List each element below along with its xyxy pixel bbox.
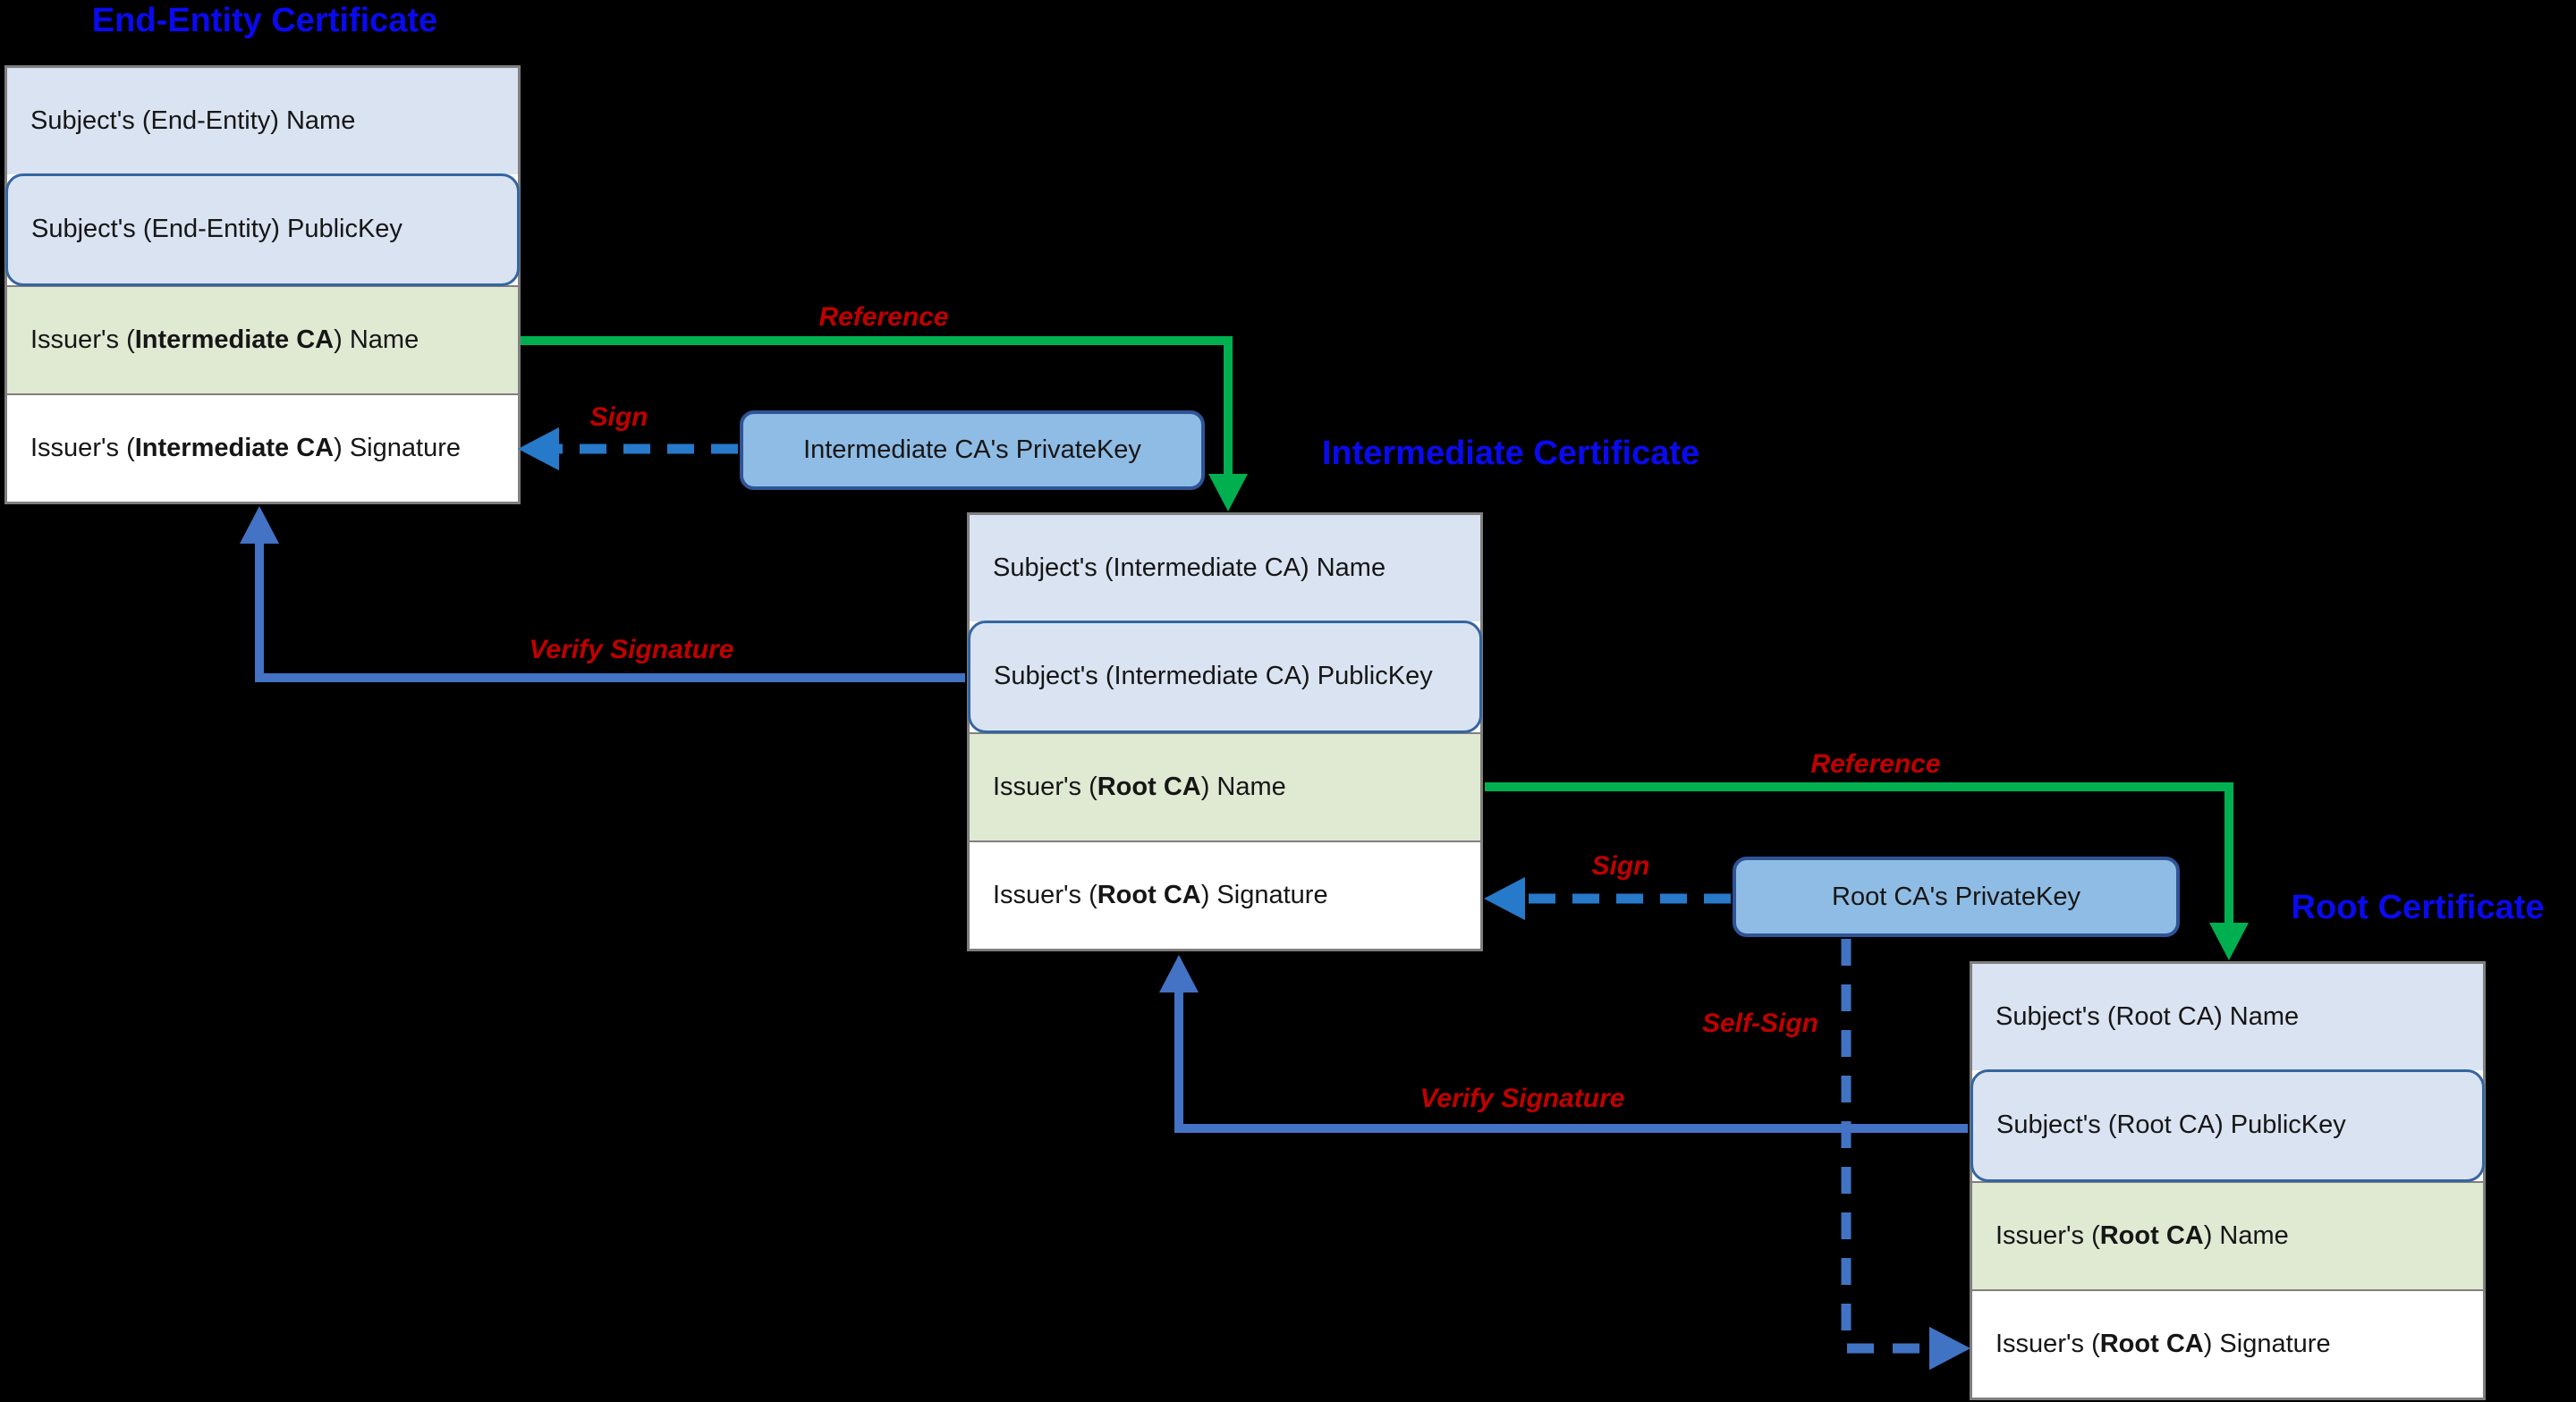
root-ca-privatekey-box: Root CA's PrivateKey xyxy=(1733,857,2180,937)
verify-signature-arrow-2 xyxy=(1158,955,1968,1133)
reference-label-2: Reference xyxy=(1810,749,1941,779)
row-text: Issuer's ( xyxy=(30,325,135,354)
reference-label-1: Reference xyxy=(818,302,949,332)
root-certificate-box: Subject's (Root CA) Name Subject's (Root… xyxy=(1970,961,2486,1400)
row-text: Issuer's ( xyxy=(30,433,135,462)
subject-publickey-row: Subject's (End-Entity) PublicKey xyxy=(5,173,520,286)
row-text: Subject's (Intermediate CA) PublicKey xyxy=(994,662,1433,691)
intermediate-certificate-box: Subject's (Intermediate CA) Name Subject… xyxy=(967,512,1483,951)
reference-arrow-1 xyxy=(521,336,1249,511)
row-text-bold: Intermediate CA xyxy=(134,433,335,462)
verify-signature-label-2: Verify Signature xyxy=(1419,1084,1625,1113)
row-text: ) Signature xyxy=(334,433,461,462)
end-entity-certificate-box: Subject's (End-Entity) Name Subject's (E… xyxy=(4,65,521,504)
row-text: Issuer's ( xyxy=(1996,1220,2100,1250)
issuer-name-row: Issuer's (Root CA) Name xyxy=(970,731,1480,840)
row-text-bold: Intermediate CA xyxy=(134,325,335,354)
row-text: ) Name xyxy=(1200,772,1286,801)
subject-publickey-row: Subject's (Intermediate CA) PublicKey xyxy=(968,621,1482,733)
issuer-name-row: Issuer's (Root CA) Name xyxy=(1972,1180,2483,1289)
row-text: Subject's (Root CA) PublicKey xyxy=(1996,1111,2346,1140)
sign-label-1: Sign xyxy=(589,402,648,432)
issuer-signature-row: Issuer's (Root CA) Signature xyxy=(970,840,1480,949)
row-text: ) Signature xyxy=(1200,880,1328,909)
row-text: Issuer's ( xyxy=(993,880,1097,909)
end-entity-certificate-title: End-Entity Certificate xyxy=(91,2,438,39)
row-text: Subject's (End-Entity) Name xyxy=(30,106,356,136)
sign-label-2: Sign xyxy=(1591,851,1650,881)
subject-name-row: Subject's (Root CA) Name xyxy=(1972,964,2483,1071)
root-certificate-title: Root Certificate xyxy=(2291,889,2545,926)
row-text: Issuer's ( xyxy=(1996,1329,2100,1358)
subject-publickey-row: Subject's (Root CA) PublicKey xyxy=(1970,1069,2485,1182)
row-text: Issuer's ( xyxy=(993,772,1097,801)
reference-arrow-2 xyxy=(1485,782,2250,960)
subject-name-row: Subject's (Intermediate CA) Name xyxy=(970,515,1480,622)
row-text: Subject's (End-Entity) PublicKey xyxy=(31,215,402,244)
privatekey-label: Root CA's PrivateKey xyxy=(1832,882,2080,911)
self-sign-label: Self-Sign xyxy=(1701,1009,1819,1038)
subject-name-row: Subject's (End-Entity) Name xyxy=(7,68,518,175)
issuer-name-row: Issuer's (Intermediate CA) Name xyxy=(7,284,518,393)
verify-signature-label-1: Verify Signature xyxy=(529,635,734,664)
intermediate-certificate-title: Intermediate Certificate xyxy=(1321,435,1700,472)
row-text-bold: Root CA xyxy=(1097,880,1201,909)
row-text: Subject's (Intermediate CA) Name xyxy=(993,553,1386,583)
row-text-bold: Root CA xyxy=(1097,772,1201,801)
intermediate-ca-privatekey-box: Intermediate CA's PrivateKey xyxy=(740,410,1205,490)
issuer-signature-row: Issuer's (Root CA) Signature xyxy=(1972,1288,2483,1398)
row-text-bold: Root CA xyxy=(2099,1220,2204,1250)
row-text: ) Name xyxy=(334,325,419,354)
verify-signature-arrow-1 xyxy=(239,506,965,682)
privatekey-label: Intermediate CA's PrivateKey xyxy=(803,435,1141,464)
self-sign-arrow xyxy=(1841,939,1971,1371)
issuer-signature-row: Issuer's (Intermediate CA) Signature xyxy=(7,393,518,502)
row-text-bold: Root CA xyxy=(2099,1329,2204,1358)
row-text: Subject's (Root CA) Name xyxy=(1996,1002,2300,1032)
row-text: ) Signature xyxy=(2203,1329,2331,1358)
row-text: ) Name xyxy=(2203,1220,2289,1250)
